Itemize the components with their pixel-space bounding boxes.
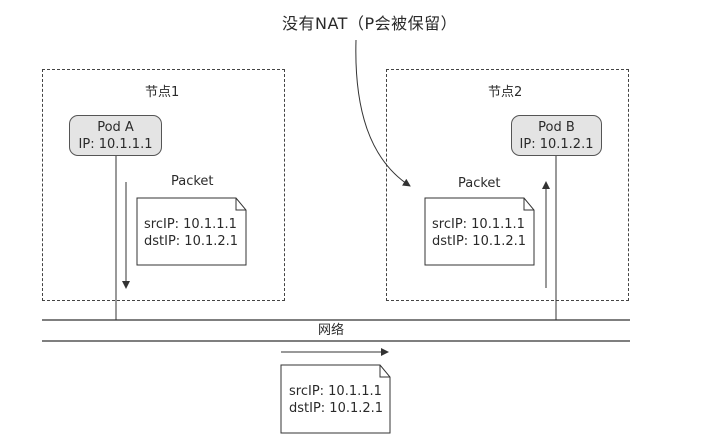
packet-page-node1: [136, 197, 247, 266]
packet-text-network: srcIP: 10.1.1.1 dstIP: 10.1.2.1: [289, 383, 383, 417]
packet-page-node2: [424, 197, 535, 266]
pod-b-ip: IP: 10.1.2.1: [519, 136, 594, 152]
packet-label-node2: Packet: [458, 176, 501, 191]
node-1-box: 节点1: [42, 69, 285, 301]
packet-node1-dst: dstIP: 10.1.2.1: [144, 234, 239, 249]
pod-a: Pod A IP: 10.1.1.1: [69, 115, 162, 156]
pod-a-name: Pod A: [97, 119, 134, 135]
packet-network-dst: dstIP: 10.1.2.1: [289, 401, 384, 416]
no-nat-annotation: 没有NAT（P会被保留）: [282, 14, 458, 33]
node-2-box: 节点2: [386, 69, 629, 301]
packet-network-src: srcIP: 10.1.1.1: [289, 384, 382, 399]
annotation-arrow: [355, 39, 411, 187]
node-1-label: 节点1: [145, 85, 180, 100]
pod-b-name: Pod B: [538, 119, 575, 135]
node-2-label: 节点2: [488, 85, 523, 100]
network-label: 网络: [318, 323, 345, 338]
packet-node2-src: srcIP: 10.1.1.1: [432, 217, 525, 232]
packet-node1-src: srcIP: 10.1.1.1: [144, 217, 237, 232]
packet-text-node1: srcIP: 10.1.1.1 dstIP: 10.1.2.1: [144, 216, 238, 250]
packet-page-network: [280, 364, 391, 434]
packet-node2-dst: dstIP: 10.1.2.1: [432, 234, 527, 249]
packet-text-node2: srcIP: 10.1.1.1 dstIP: 10.1.2.1: [432, 216, 526, 250]
pod-a-ip: IP: 10.1.1.1: [78, 136, 153, 152]
packet-label-node1: Packet: [171, 174, 214, 189]
pod-b: Pod B IP: 10.1.2.1: [511, 115, 602, 156]
